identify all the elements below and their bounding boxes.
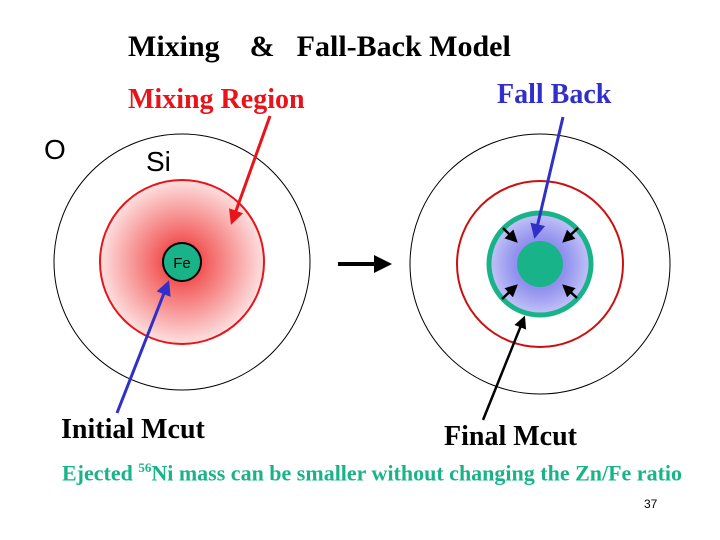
fe-core-right [517, 241, 563, 287]
caption-post: Ni mass can be smaller without changing … [151, 460, 683, 486]
fe-core-left [162, 242, 202, 282]
mixing-region-label: Mixing Region [128, 84, 305, 115]
caption-text: Ejected 56Ni mass can be smaller without… [62, 452, 702, 488]
title-part2: Fall-Back Model [296, 30, 511, 63]
initial-mcut-pointer [115, 280, 171, 414]
title-ampersand: & [249, 30, 275, 63]
page-number: 37 [644, 497, 658, 511]
title-part1: Mixing [128, 30, 220, 63]
transition-arrow [338, 255, 392, 273]
final-mcut-label: Final Mcut [444, 421, 577, 452]
initial-star [53, 133, 311, 391]
final-mcut-pointer [481, 315, 527, 421]
mixing-region-pointer [228, 115, 272, 225]
fall-back-pointer [530, 116, 565, 239]
oxygen-label: O [44, 134, 66, 165]
fe-label: Fe [173, 255, 191, 272]
fall-back-label: Fall Back [497, 79, 612, 110]
caption-pre: Ejected [62, 460, 139, 486]
inward-arrows [501, 227, 579, 300]
silicon-label: Si [146, 146, 171, 177]
initial-mcut-label: Initial Mcut [61, 414, 205, 445]
final-star [409, 133, 671, 395]
slide-title: Mixing&Fall-Back Model [128, 30, 511, 64]
caption-superscript: 56 [138, 460, 152, 475]
